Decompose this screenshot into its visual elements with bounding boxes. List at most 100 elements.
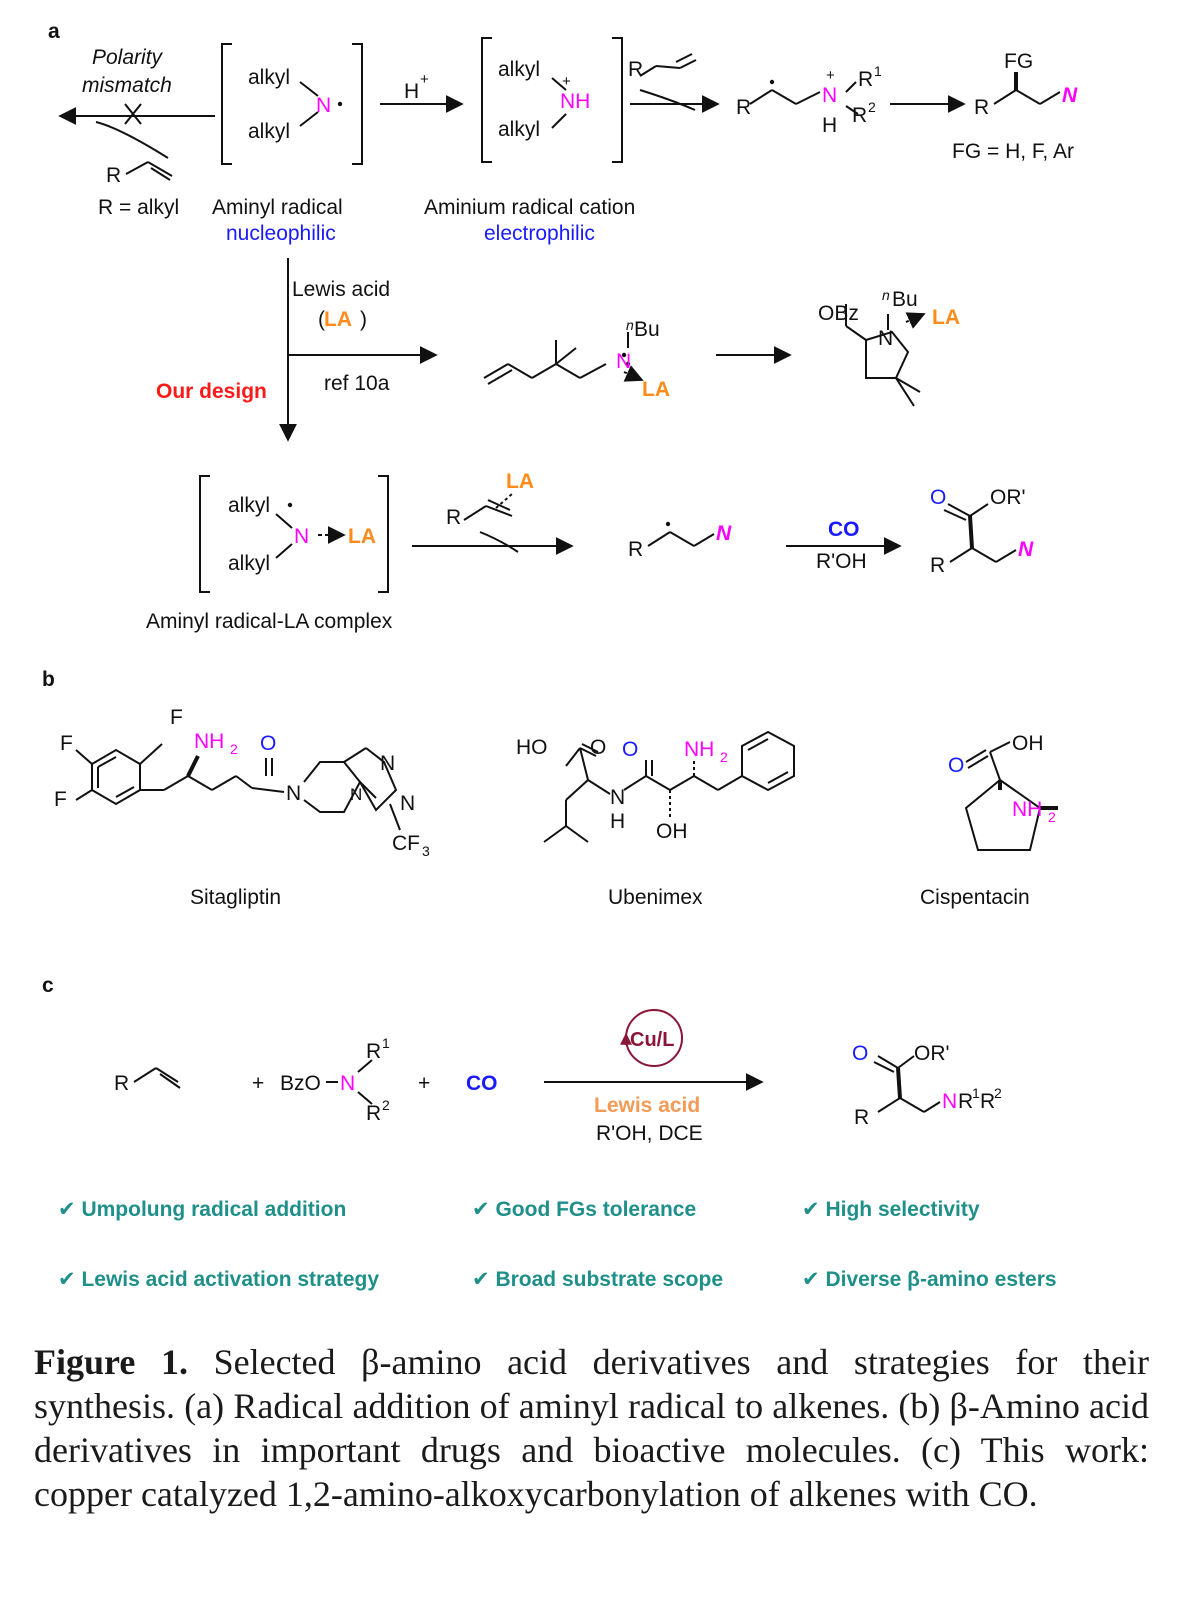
svg-text:OH: OH	[656, 820, 688, 843]
caption-text: Selected β-amino acid derivatives and st…	[34, 1342, 1150, 1514]
bracket-left-2	[481, 37, 492, 163]
svg-text:BzO: BzO	[280, 1072, 321, 1095]
svg-text:R: R	[854, 1106, 869, 1129]
svg-text:2: 2	[720, 749, 728, 765]
aminium-label: Aminium radical cation	[424, 196, 635, 219]
svg-text:NH: NH	[194, 730, 224, 753]
sitagliptin-label: Sitagliptin	[190, 886, 281, 909]
svg-text:2: 2	[382, 1097, 390, 1113]
svg-text:O: O	[930, 486, 946, 509]
svg-text:O: O	[590, 736, 606, 759]
svg-text:N: N	[294, 525, 309, 548]
svg-text:H: H	[822, 114, 837, 137]
svg-text:alkyl: alkyl	[228, 494, 270, 517]
svg-text:(: (	[318, 308, 325, 331]
svg-text:LA: LA	[348, 525, 376, 548]
aminyl-n: N	[316, 94, 331, 117]
svg-text:N: N	[1062, 84, 1078, 107]
svg-text:OH: OH	[1012, 732, 1044, 755]
svg-text:N: N	[1018, 538, 1034, 561]
complex-label: Aminyl radical-LA complex	[146, 610, 393, 633]
figure-caption: Figure 1. Selected β-amino acid derivati…	[34, 1340, 1149, 1516]
svg-text:OBz: OBz	[818, 302, 859, 325]
svg-text:n: n	[882, 287, 890, 303]
ubenimex-label: Ubenimex	[608, 886, 703, 909]
la-label-1: LA	[324, 308, 352, 331]
svg-text:Bu: Bu	[634, 318, 660, 341]
svg-text:R: R	[980, 1090, 995, 1113]
svg-text:N: N	[616, 350, 631, 373]
feature-list: ✔ Umpolung radical addition ✔ Good FGs t…	[58, 1198, 1057, 1291]
svg-text:LA: LA	[642, 378, 670, 401]
feature-2: ✔ Good FGs tolerance	[472, 1198, 696, 1221]
cross-2	[124, 103, 142, 125]
svg-text:1: 1	[874, 63, 882, 79]
cispentacin-label: Cispentacin	[920, 886, 1030, 909]
bracket-left-1	[221, 43, 232, 165]
feature-4: ✔ Lewis acid activation strategy	[58, 1268, 379, 1291]
svg-text:H: H	[610, 810, 625, 833]
svg-text:R: R	[958, 1090, 973, 1113]
bracket-right-2	[612, 37, 623, 163]
svg-text:R: R	[858, 68, 873, 91]
svg-text:R: R	[114, 1072, 129, 1095]
fg-equation: FG = H, F, Ar	[952, 140, 1074, 163]
svg-text:3: 3	[422, 843, 430, 859]
svg-text:R: R	[628, 538, 643, 561]
catalyst-label: Cu/L	[630, 1029, 674, 1051]
svg-text:R: R	[852, 104, 867, 127]
svg-text:N: N	[350, 785, 362, 804]
svg-text:R: R	[366, 1040, 381, 1063]
lewis-acid-label: Lewis acid	[292, 278, 390, 301]
r-alkyl-label: R = alkyl	[98, 196, 179, 219]
feature-1: ✔ Umpolung radical addition	[58, 1198, 346, 1221]
svg-text:OR': OR'	[990, 486, 1026, 509]
aminium-alkyl-bottom: alkyl	[498, 118, 540, 141]
aminyl-alkyl-bottom: alkyl	[248, 120, 290, 143]
svg-text:+: +	[252, 1072, 264, 1095]
svg-text:R: R	[930, 554, 945, 577]
co-label-a: CO	[828, 518, 860, 541]
caption-lead: Figure 1.	[34, 1342, 188, 1382]
svg-text:1: 1	[382, 1035, 390, 1051]
svg-text:N: N	[610, 786, 625, 809]
mismatch-label: mismatch	[82, 74, 172, 97]
scheme-canvas: a Polarity mismatch R R = alkyl alkyl al…	[42, 20, 1078, 1291]
svg-text:1: 1	[972, 1085, 980, 1101]
svg-text:R'OH: R'OH	[816, 550, 867, 573]
aminyl-radical-label: Aminyl radical	[212, 196, 343, 219]
alkene-r: R	[106, 164, 121, 187]
svg-text:LA: LA	[506, 470, 534, 493]
svg-text:+: +	[418, 1072, 430, 1095]
svg-text:R: R	[446, 506, 461, 529]
svg-text:R: R	[974, 96, 989, 119]
svg-text:F: F	[170, 706, 183, 729]
conditions-label: R'OH, DCE	[596, 1122, 703, 1145]
lewis-acid-c: Lewis acid	[594, 1094, 700, 1117]
nucleophilic-label: nucleophilic	[226, 222, 336, 245]
polarity-label: Polarity	[92, 46, 164, 69]
panel-b-label: b	[42, 668, 55, 691]
ref-label: ref 10a	[324, 372, 390, 395]
svg-text:N: N	[380, 752, 395, 775]
svg-text:LA: LA	[932, 306, 960, 329]
svg-text:N: N	[942, 1090, 957, 1113]
svg-text:+: +	[562, 73, 571, 90]
feature-6: ✔ Diverse β-amino esters	[802, 1268, 1057, 1291]
bracket-right-3	[378, 475, 389, 593]
svg-text:O: O	[852, 1042, 868, 1065]
fg-label: FG	[1004, 50, 1033, 73]
svg-text:O: O	[622, 738, 638, 761]
our-design-label: Our design	[156, 380, 267, 403]
svg-text:N: N	[716, 522, 732, 545]
ammonium-n: N	[822, 84, 837, 107]
svg-text:HO: HO	[516, 736, 548, 759]
svg-text:): )	[360, 308, 367, 331]
svg-text:F: F	[60, 732, 73, 755]
svg-text:Bu: Bu	[892, 288, 918, 311]
bracket-left-3	[199, 475, 210, 593]
h-plus: H	[404, 80, 419, 103]
bracket-right-1	[352, 43, 363, 165]
svg-text:2: 2	[994, 1085, 1002, 1101]
aminium-alkyl-top: alkyl	[498, 58, 540, 81]
